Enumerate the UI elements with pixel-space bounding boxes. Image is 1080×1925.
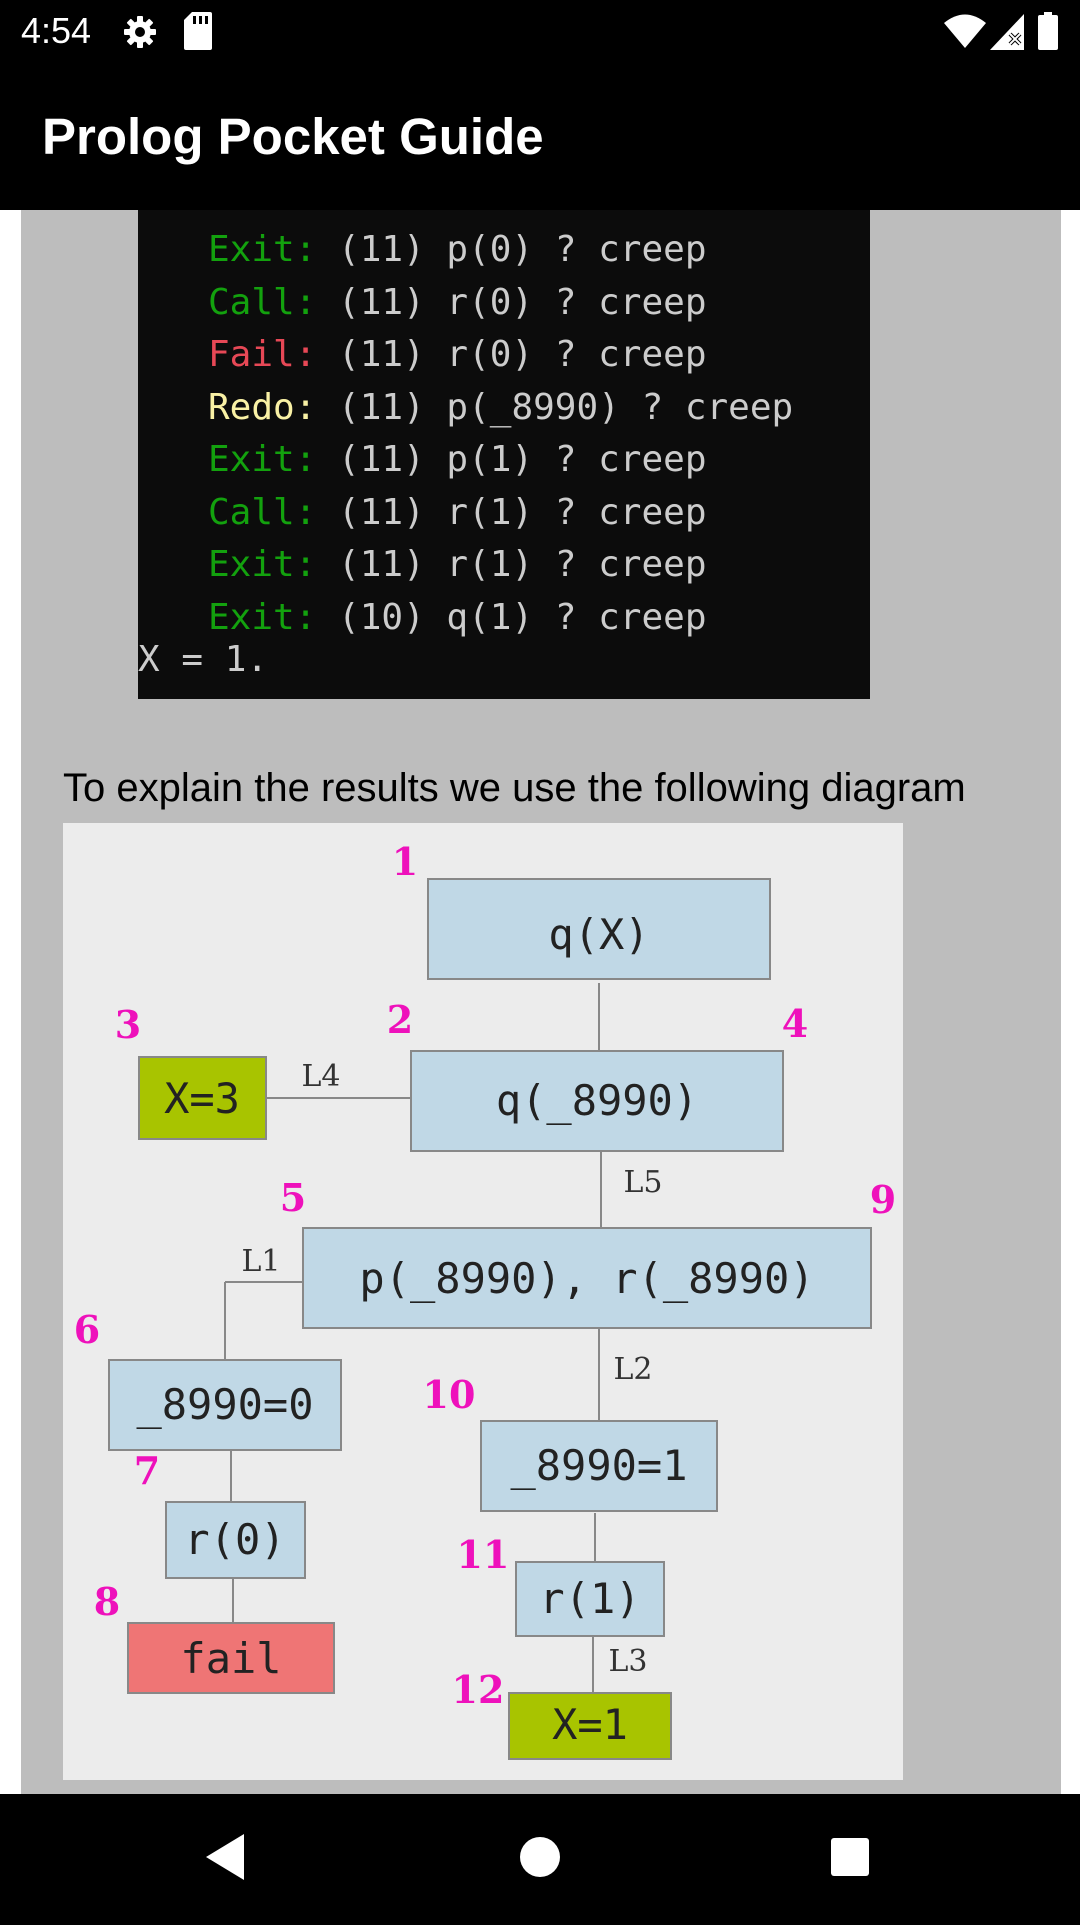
recents-button[interactable] <box>790 1794 910 1920</box>
trace-goal-text: (11) r(1) ? creep <box>316 544 707 585</box>
step-number-5: 5 <box>280 1175 306 1220</box>
node-x3 <box>138 1056 267 1140</box>
back-button[interactable] <box>166 1794 286 1920</box>
step-number-11: 11 <box>457 1532 510 1577</box>
trace-port-label: Exit: <box>208 229 317 270</box>
battery-icon <box>1038 12 1058 55</box>
node-r0 <box>165 1501 306 1579</box>
step-number-4: 4 <box>782 1001 808 1046</box>
node-x1-label: X=1 <box>552 1700 628 1749</box>
node-r1-label: r(1) <box>539 1574 640 1623</box>
status-bar: 4:54 <box>0 0 1080 63</box>
trace-port-label: Exit: <box>208 596 317 638</box>
terminal-line: Redo: (11) p(_8990) ? creep <box>208 382 793 434</box>
terminal-line: Fail: (11) r(0) ? creep <box>208 329 707 381</box>
terminal-result: X = 1. <box>138 639 269 680</box>
node-eq1 <box>480 1420 718 1512</box>
step-number-10: 10 <box>423 1372 476 1417</box>
signal-icon <box>990 14 1024 55</box>
link-label-l3: L3 <box>608 1644 647 1679</box>
step-number-12: 12 <box>452 1667 505 1712</box>
step-number-7: 7 <box>134 1448 160 1493</box>
trace-port-label: Redo: <box>208 386 317 428</box>
terminal-line: Exit: (11) p(0) ? creep <box>208 224 707 276</box>
terminal-line: Call: (11) r(1) ? creep <box>208 487 707 539</box>
node-r0-label: r(0) <box>184 1515 285 1564</box>
node-q-8990-label: q(_8990) <box>496 1076 698 1125</box>
step-number-9: 9 <box>870 1177 896 1222</box>
step-number-8: 8 <box>94 1579 120 1624</box>
link-label-l1: L1 <box>241 1244 280 1279</box>
gear-icon <box>122 14 158 55</box>
app-title: Prolog Pocket Guide <box>42 108 544 165</box>
terminal-line: Exit: (10) q(1) ? creep <box>208 592 707 644</box>
step-number-2: 2 <box>387 997 413 1042</box>
terminal-clipped-line: · <box>208 210 663 232</box>
trace-port-label: Exit: <box>208 439 317 480</box>
terminal-line: Exit: (11) p(1) ? creep <box>208 434 707 486</box>
trace-goal-text: (11) p(1) ? creep <box>316 439 707 480</box>
node-x3-label: X=3 <box>164 1074 240 1123</box>
trace-goal-text: (11) p(_8990) ? creep <box>316 386 794 428</box>
node-eq1-label: _8990=1 <box>510 1441 687 1490</box>
home-button[interactable] <box>480 1794 600 1920</box>
trace-port-label: Exit: <box>208 544 317 585</box>
link-label-l4: L4 <box>301 1059 340 1094</box>
trace-port-label: Fail: <box>208 334 317 375</box>
terminal-line: Exit: (11) r(1) ? creep <box>208 539 707 591</box>
node-fail <box>127 1622 335 1694</box>
node-r1 <box>515 1561 665 1637</box>
step-number-1: 1 <box>392 839 418 884</box>
terminal-line: Call: (11) r(0) ? creep <box>208 277 707 329</box>
node-q-x-label: q(X) <box>548 910 649 959</box>
trace-port-label: Call: <box>208 491 317 533</box>
node-fail-label: fail <box>180 1634 281 1683</box>
trace-goal-text: (11) p(0) ? creep <box>316 229 707 270</box>
trace-port-label: Call: <box>208 281 317 323</box>
sld-tree-diagram: q(X) q(_8990) X=3 p(_8990), r(_8990) _89… <box>63 823 903 1780</box>
node-eq0 <box>108 1359 342 1451</box>
node-q-8990 <box>410 1050 784 1152</box>
trace-goal-text: (11) r(1) ? creep <box>316 491 707 533</box>
node-q-x <box>427 878 771 980</box>
wifi-icon <box>944 14 986 53</box>
step-number-3: 3 <box>115 1002 141 1047</box>
node-p-r <box>302 1227 872 1329</box>
trace-goal-text: (11) r(0) ? creep <box>316 334 707 375</box>
status-time: 4:54 <box>21 10 92 51</box>
node-x1 <box>508 1692 672 1760</box>
home-icon <box>520 1837 560 1877</box>
link-label-l5: L5 <box>623 1165 662 1200</box>
node-eq0-label: _8990=0 <box>136 1380 313 1429</box>
app-bar: Prolog Pocket Guide <box>0 63 1080 210</box>
recents-icon <box>831 1838 869 1876</box>
trace-goal-text: (11) r(0) ? creep <box>316 281 707 323</box>
sd-card-icon <box>184 12 212 55</box>
back-icon <box>206 1834 244 1880</box>
node-p-r-label: p(_8990), r(_8990) <box>359 1254 814 1303</box>
step-number-6: 6 <box>74 1307 100 1352</box>
navigation-bar <box>0 1794 1080 1920</box>
link-label-l2: L2 <box>613 1352 652 1387</box>
explanation-text: To explain the results we use the follow… <box>63 766 966 810</box>
trace-goal-text: (10) q(1) ? creep <box>316 596 707 638</box>
